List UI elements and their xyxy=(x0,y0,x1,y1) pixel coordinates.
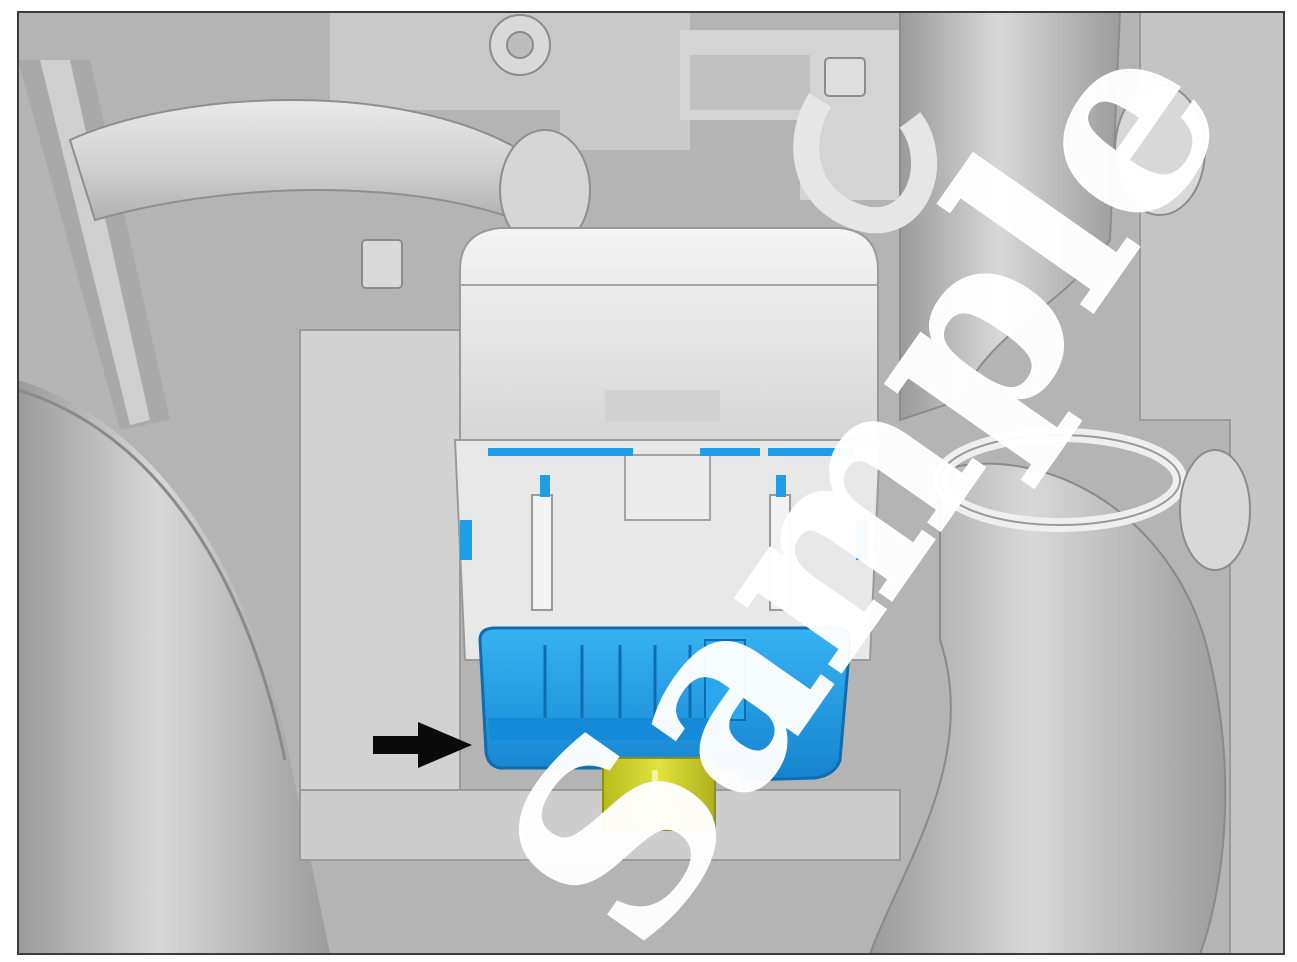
right-hose-upper xyxy=(899,11,1122,422)
highlighted-component xyxy=(478,626,852,782)
right-hose-lower xyxy=(868,462,1227,955)
bolt-top-head xyxy=(506,31,534,59)
hose-clamp-inner xyxy=(939,434,1181,526)
small-hose-loop xyxy=(793,93,938,234)
connector-label-plate xyxy=(605,390,720,422)
hose-clip-top xyxy=(824,57,866,97)
highlighted-component-screw xyxy=(765,761,779,775)
highlighted-component-lower-lip xyxy=(488,718,720,740)
arrow-right-icon xyxy=(373,722,472,768)
connector-latch xyxy=(624,454,711,521)
drawing-frame xyxy=(17,11,1285,955)
reference-part xyxy=(602,757,716,831)
connector-blue-clips xyxy=(460,448,868,560)
rear-bracket-plate xyxy=(690,55,810,110)
left-hose xyxy=(18,380,330,954)
right-round-bushing xyxy=(1179,449,1251,571)
rear-panel-top xyxy=(330,12,690,150)
connector-cap xyxy=(459,227,879,441)
upper-right-bushing xyxy=(1114,84,1206,216)
left-strut-highlight xyxy=(40,60,150,425)
highlighted-component-ribs xyxy=(543,645,692,718)
highlighted-component-body xyxy=(478,626,852,782)
drawing-area: Sample xyxy=(17,0,1285,962)
side-nut-left xyxy=(361,239,403,289)
highlighted-component-tab xyxy=(704,639,746,721)
left-hose-edge xyxy=(17,388,287,761)
reference-part-body xyxy=(602,757,716,831)
connector-rib-left xyxy=(531,494,553,611)
